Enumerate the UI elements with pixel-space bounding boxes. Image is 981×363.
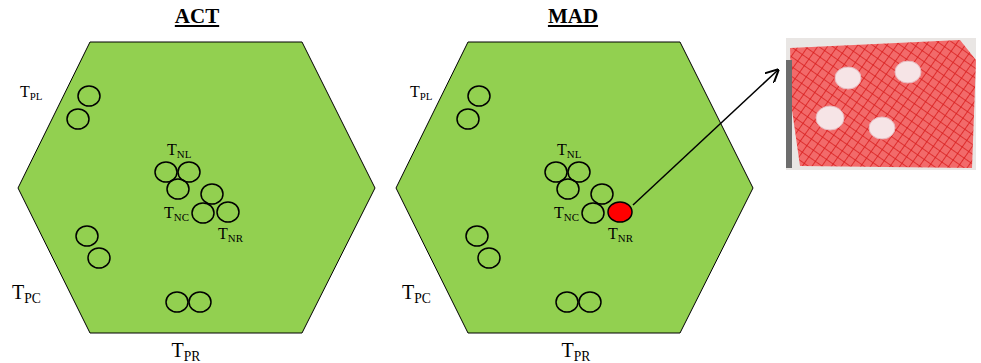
field-hexagon [18, 42, 375, 333]
position-label: TPL [20, 84, 42, 100]
panel-title: ACT [175, 6, 219, 27]
position-label: TNC [164, 205, 189, 221]
position-label: TPR [172, 340, 201, 360]
position-label: TPL [410, 84, 432, 100]
position-label: TPC [402, 282, 431, 302]
position-label: TNC [554, 205, 579, 221]
pointer-arrow [633, 70, 778, 205]
bag-circles [67, 86, 613, 312]
mesh-bag-photo [786, 38, 976, 170]
position-label: TNR [218, 226, 243, 242]
position-label: TNR [608, 226, 633, 242]
position-label: TNL [167, 142, 191, 158]
position-label: TNL [557, 142, 581, 158]
field-hexagon [396, 42, 753, 333]
position-label: TPR [562, 340, 591, 360]
panel-title: MAD [548, 6, 598, 27]
position-label: TPC [12, 282, 41, 302]
highlighted-bag [608, 202, 632, 222]
